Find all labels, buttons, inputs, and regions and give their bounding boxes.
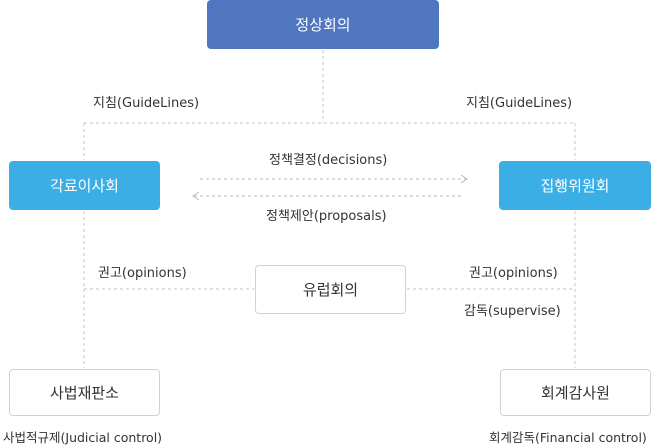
summit-box[interactable]: 정상회의 — [207, 0, 439, 49]
commission-box[interactable]: 집행위원회 — [499, 161, 651, 210]
decisions-label: 정책결정(decisions) — [269, 153, 388, 168]
court-label: 사법재판소 — [49, 384, 119, 402]
guidelines-left-label: 지침(GuideLines) — [93, 96, 200, 111]
council-label: 각료이사회 — [49, 177, 119, 195]
parliament-label: 유럽회의 — [302, 281, 359, 299]
judicial-control-label: 사법적규제(Judicial control) — [3, 430, 163, 445]
financial-control-label: 회계감독(Financial control) — [489, 430, 647, 445]
guidelines-right-label: 지침(GuideLines) — [466, 96, 573, 111]
auditors-label: 회계감사원 — [540, 384, 610, 402]
parliament-box[interactable]: 유럽회의 — [255, 265, 406, 314]
court-box[interactable]: 사법재판소 — [9, 369, 160, 416]
proposals-label: 정책제안(proposals) — [266, 209, 387, 224]
decisions-arrow-head — [460, 174, 468, 184]
commission-label: 집행위원회 — [540, 177, 610, 195]
opinions-left-label: 권고(opinions) — [98, 266, 187, 281]
proposals-arrow-head — [192, 191, 200, 201]
supervise-label: 감독(supervise) — [464, 304, 561, 319]
summit-label: 정상회의 — [295, 16, 351, 34]
opinions-right-label: 권고(opinions) — [469, 266, 558, 281]
auditors-box[interactable]: 회계감사원 — [500, 369, 651, 416]
council-box[interactable]: 각료이사회 — [9, 161, 160, 210]
